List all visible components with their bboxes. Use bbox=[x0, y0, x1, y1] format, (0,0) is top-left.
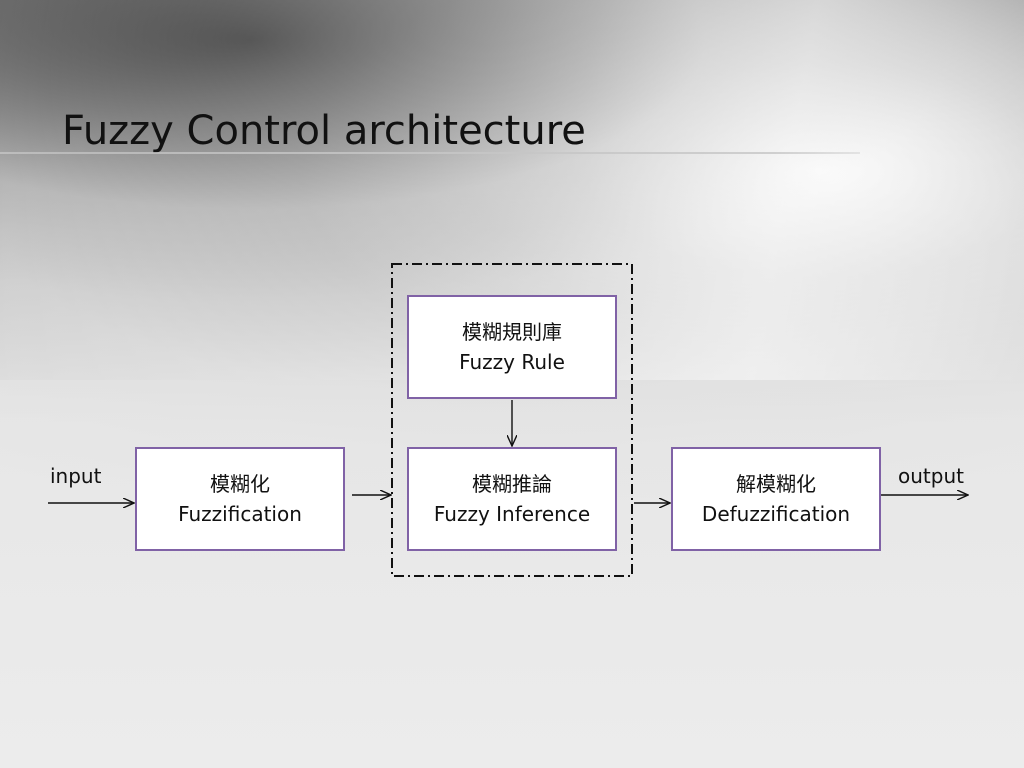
fuzzification-block: 模糊化 Fuzzification bbox=[135, 447, 345, 551]
output-label: output bbox=[898, 464, 964, 488]
fuzzy-inference-zh-label: 模糊推論 bbox=[472, 472, 552, 496]
fuzzy-rule-block: 模糊規則庫 Fuzzy Rule bbox=[407, 295, 617, 399]
fuzzy-rule-en-label: Fuzzy Rule bbox=[459, 350, 565, 374]
fuzzification-en-label: Fuzzification bbox=[178, 502, 302, 526]
fuzzy-inference-block: 模糊推論 Fuzzy Inference bbox=[407, 447, 617, 551]
defuzzification-en-label: Defuzzification bbox=[701, 502, 851, 526]
defuzzification-block: 解模糊化 Defuzzification bbox=[671, 447, 881, 551]
title-underline bbox=[0, 152, 860, 154]
fuzzy-inference-en-label: Fuzzy Inference bbox=[433, 502, 591, 526]
fuzzy-rule-zh-label: 模糊規則庫 bbox=[462, 320, 562, 344]
slide-title: Fuzzy Control architecture bbox=[62, 108, 586, 154]
defuzzification-zh-label: 解模糊化 bbox=[736, 472, 816, 496]
input-label: input bbox=[50, 464, 102, 488]
fuzzification-zh-label: 模糊化 bbox=[210, 472, 270, 496]
inference-engine-group-frame bbox=[391, 263, 633, 577]
